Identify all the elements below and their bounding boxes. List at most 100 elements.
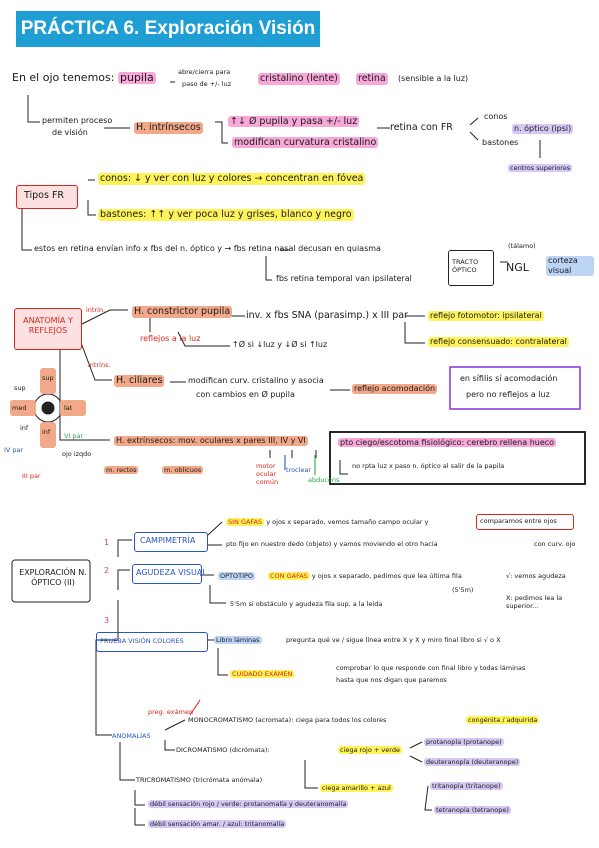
exploracion-label: EXPLORACIÓN N. ÓPTICO (II) <box>19 568 87 587</box>
intrins-label: intrins. <box>88 361 111 369</box>
vemos-text: √: vemos agudeza <box>506 572 566 580</box>
diagram-vi-par: VI par <box>64 432 84 440</box>
tricromatismo-text: TRICROMATISMO (tricrómata anómala) <box>136 776 263 784</box>
retina-note: (sensible a la luz) <box>398 74 469 83</box>
conos-line: conos: ↓ y ver con luz y colores → conce… <box>98 173 366 185</box>
temporal-text: fbs retina temporal van ipsilateral <box>276 274 412 283</box>
optotipo-label: OPTOTIPO <box>218 572 256 580</box>
intrin-label: intrín. <box>86 306 106 314</box>
ciega-amar-label: ciega amarillo + azul <box>320 784 393 792</box>
h-intrinsecos-label: H. intrínsecos <box>134 122 203 134</box>
campimetria-box <box>134 532 208 552</box>
h-extrinsecos-label: H. extrínsecos: mov. oculares x pares II… <box>114 436 308 446</box>
modif-line: modifican curvatura cristalino <box>232 137 379 148</box>
debil-aa-text: débil sensación amar. / azul: tritanomal… <box>148 820 287 828</box>
cristalino-label: cristalino (lente) <box>258 73 340 85</box>
reflejos-luz-label: reflejos a la luz <box>140 334 201 343</box>
con-curv-text: con curv. ojo <box>534 540 576 548</box>
monocromatismo-text: MONOCROMATISMO (acromata): ciega para to… <box>188 716 387 724</box>
tetranopia-label: tetranopía (tetranope) <box>434 806 511 814</box>
diagram-sup-2: sup <box>14 384 26 392</box>
estos-text: estos en retina envían info x fbs del n.… <box>34 244 381 253</box>
retina-label: retina <box>356 73 388 85</box>
pupila-note-2: paso de +/- luz <box>182 80 232 88</box>
pupila-line: ↑↓ Ø pupila y pasa +/- luz <box>228 116 360 127</box>
debil-rv-text: débil sensación rojo / verde: protanomal… <box>148 800 349 808</box>
diagram-inf: inf <box>42 428 51 436</box>
muscle-lat <box>60 400 86 416</box>
comparamos-box <box>476 514 574 530</box>
punto-ciego-text: pto ciego/escotoma fisiológico: cerebro … <box>338 438 557 447</box>
tracto-box <box>448 250 494 286</box>
anatomia-box <box>14 308 82 350</box>
ve-si-text: ↑Ø si ↓luz y ↓Ø si ↑luz <box>232 340 328 349</box>
consensuado-text: reflejo consensuado: contralateral <box>428 337 569 347</box>
sin-gafas-rest: y ojos x separado, vemos tamaño campo oc… <box>266 518 429 526</box>
abducens-label: abducens <box>308 476 340 484</box>
prueba-label: PRUEBA VISIÓN COLORES <box>100 637 184 645</box>
agudeza-label: AGUDEZA VISUAL <box>136 568 207 577</box>
tracto-label: TRACTO ÓPTICO <box>452 258 479 274</box>
troclear-label: troclear <box>286 466 312 474</box>
prueba-box <box>96 632 208 652</box>
deuteranopia-label: deuteranopía (deuteranope) <box>424 758 521 766</box>
bastones-line: bastones: ↑↑ y ver poca luz y grises, bl… <box>98 209 354 221</box>
corteza-label: corteza visual <box>546 256 594 276</box>
inv-text: inv. x fbs SNA (parasimp.) x III par <box>246 310 408 321</box>
tritanopia-label: tritanopía (tritanope) <box>430 782 503 790</box>
comparamos-label: comparamos entre ojos <box>480 517 557 525</box>
h-ciliares-label: H. ciliares <box>114 375 165 387</box>
no-rpta-text: no rpta luz x paso n. óptico al salir de… <box>352 462 505 470</box>
ciega-rojo-label: ciega rojo + verde <box>338 746 402 754</box>
step-3: 3 <box>104 616 110 625</box>
preg-examen-label: preg. exámen <box>148 708 194 716</box>
retina-fr-text: retina con FR <box>390 122 453 133</box>
step-1: 1 <box>104 538 110 547</box>
55m-text: 5'5m si obstáculo y agudeza fila sup. a … <box>230 600 383 608</box>
congenita-label: congénita / adquirida <box>466 716 540 724</box>
agudeza-box <box>132 564 202 584</box>
pto-fijo-text: pto fijo en nuestro dedo (objeto) y vamo… <box>226 540 438 548</box>
conos-label: conos <box>484 112 508 121</box>
step-2: 2 <box>104 566 110 575</box>
pupila-label: pupila <box>118 71 156 84</box>
cambios-text: con cambios en Ø pupila <box>196 390 295 399</box>
diagram-lat: lat <box>64 404 73 412</box>
anatomia-label: ANATOMÍA Y REFLEJOS <box>23 316 73 335</box>
x-pedimos-text: X: pedimos lea la superior... <box>506 594 563 610</box>
fotomotor-text: reflejo fotomotor: ipsilateral <box>428 311 544 321</box>
con-gafas-label: CON GAFAS <box>268 572 310 580</box>
intro-text: En el ojo tenemos: <box>12 71 115 84</box>
page-title: PRÁCTICA 6. Exploración Visión <box>16 11 320 47</box>
muscle-inf <box>40 422 56 448</box>
ngl-label: NGL <box>506 261 529 274</box>
m-oblicuos-label: m. oblicuos <box>162 466 204 474</box>
tipos-fr-label: Tipos FR <box>24 190 65 201</box>
bastones-label: bastones <box>482 138 519 147</box>
permiten-text-1: permiten proceso <box>42 116 113 125</box>
centros-label: centros superiores <box>508 164 573 172</box>
noptico-ipsi-label: n. óptico (ipsi) <box>512 124 574 134</box>
comprobar-text-1: comprobar lo que responde con final libr… <box>336 664 526 672</box>
libro-label: Libro láminas <box>214 636 262 644</box>
muscle-med <box>10 400 36 416</box>
diagram-iii-par: III par <box>22 472 41 480</box>
protanopia-label: protanopía (protanope) <box>424 738 504 746</box>
dicromatismo-text: DICROMATISMO (dicrómata): <box>176 746 270 754</box>
sin-gafas-label: SIN GAFAS <box>226 518 265 526</box>
talamo-label: (tálamo) <box>508 242 536 250</box>
muscle-sup <box>40 368 56 394</box>
h-constrictor-label: H. constrictor pupila <box>132 306 233 318</box>
campimetria-label: CAMPIMETRÍA <box>140 536 196 545</box>
acomodacion-label: reflejo acomodación <box>352 384 438 394</box>
sifilis-text-2: pero no reflejos a luz <box>466 390 550 399</box>
dist-label: (5'5m) <box>452 586 474 594</box>
pupila-note-1: abre/cierra para <box>178 68 231 76</box>
optotipo-rest: y ojos x separado, pedimos que lea últim… <box>311 572 462 580</box>
anomalias-label: ANOMALÍAS <box>112 732 151 740</box>
diagram-med: med <box>12 404 27 412</box>
modif-curv-text: modifican curv. cristalino y asocia <box>188 376 324 385</box>
pregunta-text: pregunta qué ve / sigue línea entre X y … <box>286 636 501 644</box>
permiten-text-2: de visión <box>52 128 88 137</box>
